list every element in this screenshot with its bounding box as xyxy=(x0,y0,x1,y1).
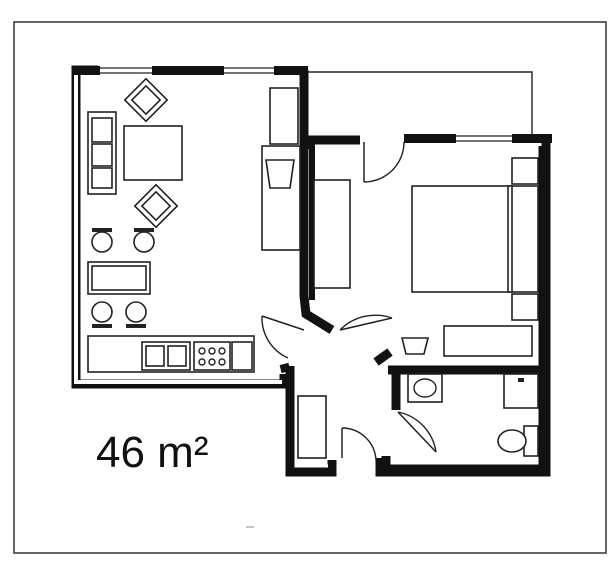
door-bathroom xyxy=(397,411,437,453)
armchair-top xyxy=(123,77,169,123)
door-bedroom xyxy=(339,314,393,331)
toilet xyxy=(497,425,539,457)
window-bedroom xyxy=(456,135,512,142)
armchair-bottom xyxy=(133,183,179,229)
sofa xyxy=(87,111,117,195)
outer-frame xyxy=(13,21,607,554)
hall-bottom-wall xyxy=(375,458,400,477)
bedroom-top-wall-b xyxy=(512,134,552,143)
central-wall xyxy=(299,70,335,334)
kitchen-counter xyxy=(87,335,255,373)
tv-unit xyxy=(261,145,301,251)
door-entrance xyxy=(341,427,377,461)
washbasin xyxy=(407,373,443,403)
area-label: 46 m² xyxy=(96,428,209,477)
bedroom-top-wall-a xyxy=(404,134,456,143)
door-living xyxy=(261,315,305,359)
living-top-wall xyxy=(72,66,308,75)
window-living-2 xyxy=(224,67,274,74)
door-bedroom-entry xyxy=(363,141,405,183)
dining-table xyxy=(87,261,151,295)
site-outline xyxy=(308,71,533,138)
hall-closet xyxy=(297,395,327,459)
stove xyxy=(193,341,231,371)
dining-chairs-bottom xyxy=(91,301,147,328)
bedroom-door-jamb xyxy=(373,348,393,366)
bedroom-right-wall xyxy=(381,138,551,477)
double-bed xyxy=(411,157,539,321)
shelf xyxy=(269,87,299,145)
hall-left-wall xyxy=(285,366,337,477)
dining-chairs-top xyxy=(91,228,155,253)
desk xyxy=(400,325,533,357)
shower xyxy=(503,373,539,409)
wardrobe xyxy=(313,179,351,289)
coffee-table xyxy=(123,125,183,181)
window-living-1 xyxy=(100,67,152,74)
